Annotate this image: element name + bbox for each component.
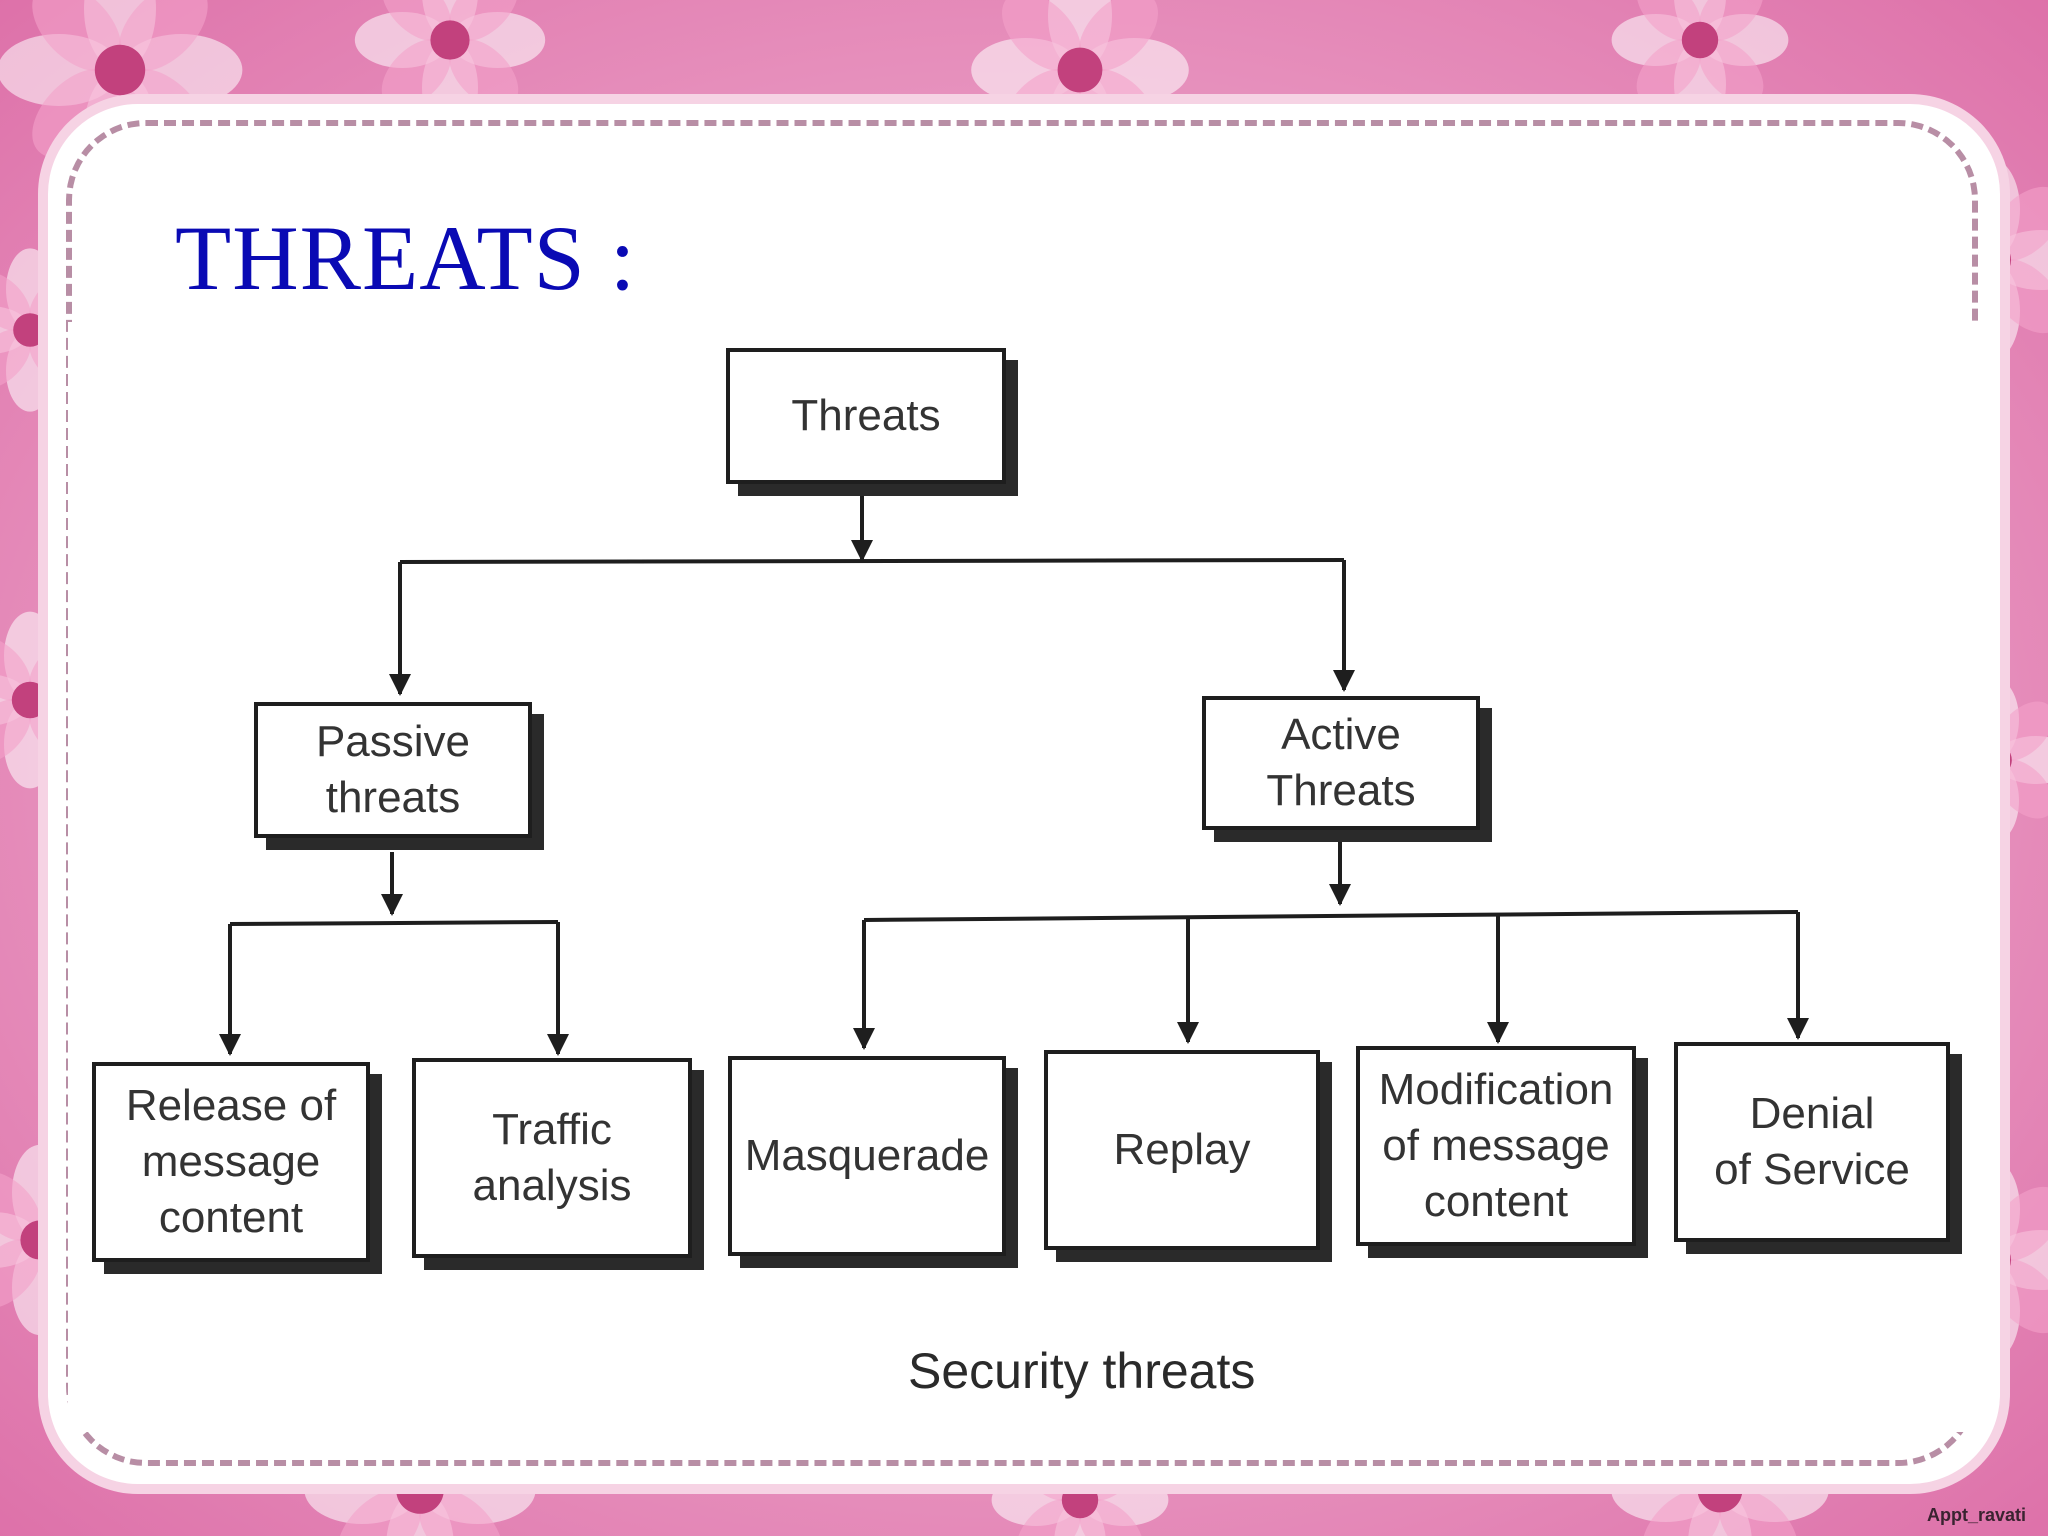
node-masquerade: Masquerade	[728, 1056, 1006, 1256]
node-active-threats: Active Threats	[1202, 696, 1480, 830]
slide-title: THREATS :	[175, 207, 637, 309]
node-modification-label: Modification of message content	[1378, 1065, 1614, 1226]
node-traffic-analysis: Traffic analysis	[412, 1058, 692, 1258]
node-threats-label: Threats	[791, 391, 941, 441]
diagram-connectors	[219, 484, 1809, 1056]
node-modification-of-message-content: Modification of message content	[1356, 1046, 1636, 1246]
threats-diagram: Threats Passive threats Active Threats R…	[68, 322, 1980, 1432]
connector-passive-bus	[229, 920, 559, 926]
node-release-label: Release of message content	[125, 1081, 337, 1242]
node-denial-of-service: Denial of Service	[1674, 1042, 1950, 1242]
node-passive-threats: Passive threats	[254, 702, 532, 838]
node-threats: Threats	[726, 348, 1006, 484]
diagram-caption: Security threats	[908, 1343, 1256, 1399]
node-replay: Replay	[1044, 1050, 1320, 1250]
node-denial-label: Denial of Service	[1714, 1089, 1910, 1194]
watermark: Appt_ravati	[1926, 1505, 2026, 1525]
node-replay-label: Replay	[1113, 1125, 1251, 1175]
node-masquerade-label: Masquerade	[744, 1131, 990, 1181]
node-release-of-message-content: Release of message content	[92, 1062, 370, 1262]
node-active-label: Active Threats	[1266, 710, 1416, 815]
connector-root-bus	[399, 558, 1345, 564]
connector-active-bus	[863, 910, 1799, 922]
node-traffic-label: Traffic analysis	[472, 1105, 632, 1210]
node-passive-label: Passive threats	[315, 717, 471, 822]
